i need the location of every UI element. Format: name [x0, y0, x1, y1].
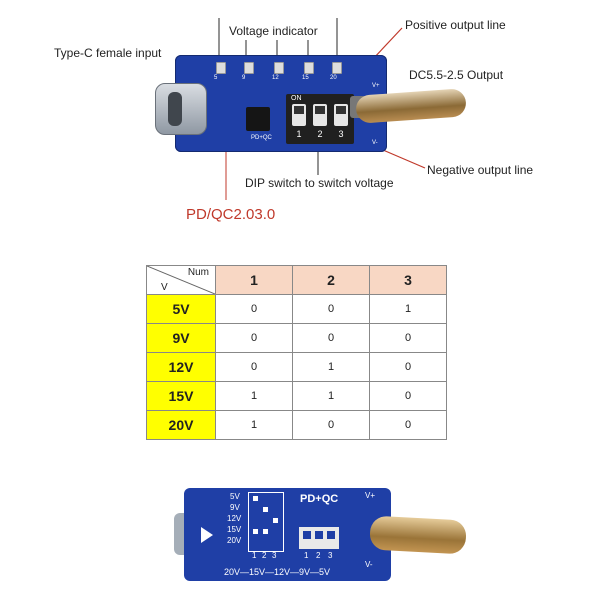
- bottom-dip-switch[interactable]: [299, 527, 339, 549]
- dip-number-3: 3: [338, 129, 344, 139]
- bottom-voltage-5v: 5V: [230, 492, 240, 501]
- table-row: 12V 0 1 0: [146, 352, 447, 382]
- top-silk-vplus: V+: [372, 83, 380, 89]
- led-indicator: [304, 62, 314, 74]
- table-cell: 0: [215, 323, 293, 353]
- dip-switch[interactable]: ON 1 2 3: [286, 94, 354, 144]
- bottom-voltage-12v: 12V: [227, 514, 242, 523]
- table-cell: 1: [215, 381, 293, 411]
- row-voltage: 9V: [146, 323, 216, 353]
- top-led-label-2: 9: [242, 75, 246, 81]
- dip-switch-lever[interactable]: [292, 104, 306, 126]
- table-cell: 0: [292, 410, 370, 440]
- table-cell: 0: [369, 381, 447, 411]
- typec-port-icon: [155, 83, 207, 135]
- row-voltage: 5V: [146, 294, 216, 324]
- controller-chip: [246, 107, 270, 131]
- table-cell: 0: [369, 410, 447, 440]
- dip-on-label: ON: [291, 95, 302, 102]
- dip-switch-lever[interactable]: [327, 531, 335, 539]
- led-indicator: [332, 62, 342, 74]
- voltage-truth-table: Num V 1 2 3 5V 0 0 1 9V 0 0 0 12V 0 1 0 …: [146, 265, 447, 440]
- mini-square: [253, 496, 258, 501]
- column-header-3: 3: [369, 265, 447, 295]
- negative-output-label: Negative output line: [427, 163, 534, 177]
- table-cell: 0: [292, 294, 370, 324]
- table-cell: 0: [215, 294, 293, 324]
- dip-switch-lever[interactable]: [313, 104, 327, 126]
- led-indicator: [274, 62, 284, 74]
- dip-number-2: 2: [317, 129, 323, 139]
- top-led-label-1: 5: [214, 75, 218, 81]
- table-cell: 1: [292, 352, 370, 382]
- corner-v-label: V: [161, 282, 168, 293]
- top-led-label-5: 20: [330, 75, 337, 81]
- bottom-pcb-board: [184, 488, 391, 581]
- table-cell: 0: [369, 323, 447, 353]
- table-cell: 0: [369, 352, 447, 382]
- positive-output-label: Positive output line: [405, 18, 506, 32]
- dip-number-1: 1: [296, 129, 302, 139]
- top-silk-pdqc: PD+QC: [251, 135, 272, 141]
- typec-input-label: Type-C female input: [54, 46, 162, 60]
- mini-number-2: 2: [262, 551, 267, 560]
- mini-square: [273, 518, 278, 523]
- table-cell: 1: [369, 294, 447, 324]
- bottom-dc-barrel-plug-icon: [369, 515, 467, 555]
- bottom-dip-number-1: 1: [304, 551, 309, 560]
- led-indicator: [244, 62, 254, 74]
- voltage-indicator-label: Voltage indicator: [229, 24, 318, 38]
- bottom-vminus: V-: [365, 560, 373, 569]
- bottom-vplus: V+: [365, 491, 376, 500]
- row-voltage: 15V: [146, 381, 216, 411]
- top-led-label-4: 15: [302, 75, 309, 81]
- table-corner-cell: Num V: [146, 265, 216, 295]
- bottom-title: PD+QC: [300, 493, 339, 505]
- leader-negative: [382, 149, 426, 169]
- table-cell: 1: [292, 381, 370, 411]
- bottom-voltage-9v: 9V: [230, 503, 240, 512]
- leader-positive: [371, 27, 403, 61]
- dc-output-label: DC5.5-2.5 Output: [409, 68, 504, 82]
- table-row: 5V 0 0 1: [146, 294, 447, 324]
- play-arrow-icon: [201, 527, 213, 543]
- mini-number-1: 1: [252, 551, 257, 560]
- protocol-label: PD/QC2.03.0: [186, 206, 276, 223]
- top-led-label-3: 12: [272, 75, 279, 81]
- column-header-2: 2: [292, 265, 370, 295]
- table-cell: 0: [215, 352, 293, 382]
- bottom-voltage-20v: 20V: [227, 536, 242, 545]
- table-row: 9V 0 0 0: [146, 323, 447, 353]
- voltage-led-row: [210, 62, 360, 74]
- top-silk-vminus: V-: [372, 140, 378, 146]
- dip-switch-lever[interactable]: [303, 531, 311, 539]
- led-indicator: [216, 62, 226, 74]
- bottom-dip-number-2: 2: [316, 551, 321, 560]
- bottom-dip-number-3: 3: [328, 551, 333, 560]
- row-voltage: 20V: [146, 410, 216, 440]
- row-voltage: 12V: [146, 352, 216, 382]
- dip-switch-lever[interactable]: [334, 104, 348, 126]
- dip-switch-label: DIP switch to switch voltage: [245, 176, 394, 190]
- mini-number-3: 3: [272, 551, 277, 560]
- table-cell: 0: [292, 323, 370, 353]
- table-cell: 1: [215, 410, 293, 440]
- table-row: 20V 1 0 0: [146, 410, 447, 440]
- mini-square: [263, 507, 268, 512]
- bottom-voltage-strip: 20V—15V—12V—9V—5V: [224, 567, 331, 577]
- corner-num-label: Num: [187, 267, 209, 278]
- mini-square: [263, 529, 268, 534]
- table-row: 15V 1 1 0: [146, 381, 447, 411]
- column-header-1: 1: [215, 265, 293, 295]
- bottom-voltage-15v: 15V: [227, 525, 242, 534]
- bottom-config-grid: [248, 492, 284, 552]
- mini-square: [253, 529, 258, 534]
- dip-switch-lever[interactable]: [315, 531, 323, 539]
